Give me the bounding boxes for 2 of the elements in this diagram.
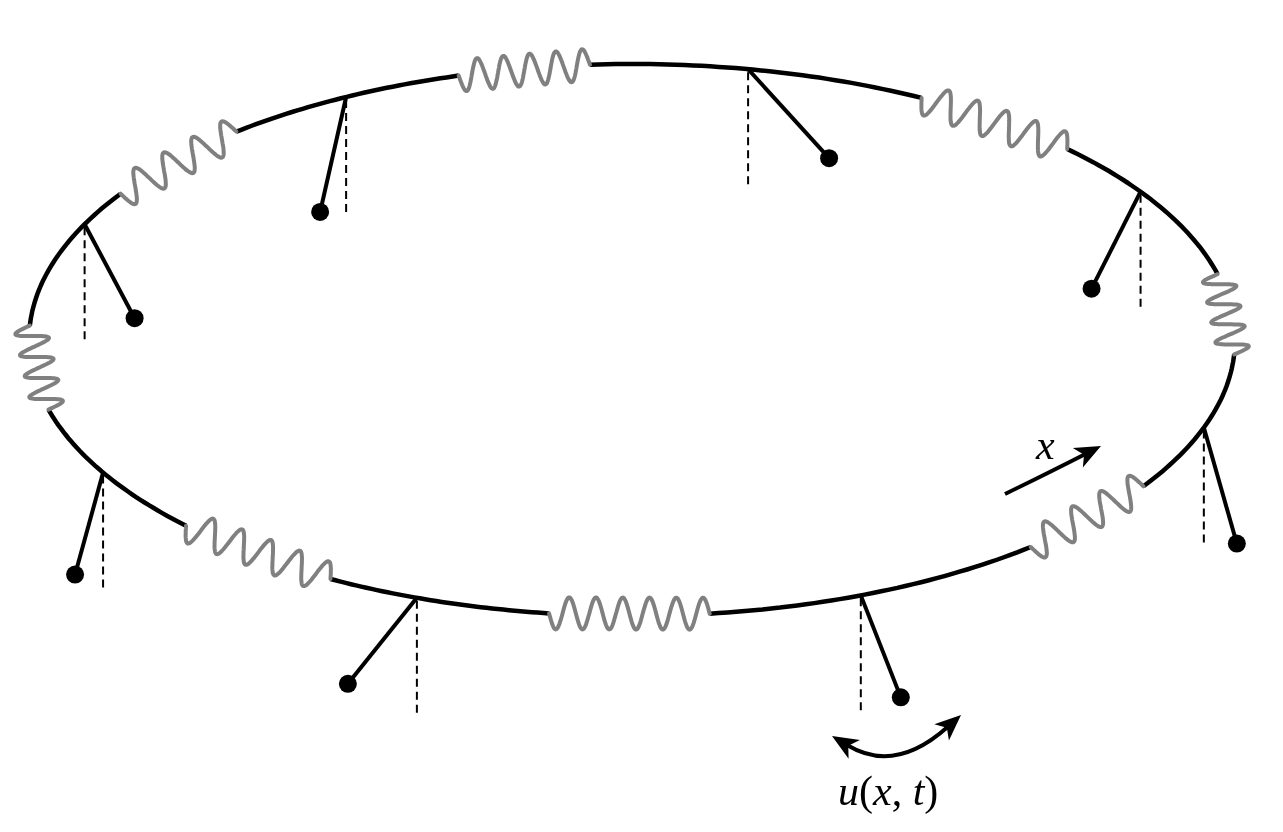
variable-label: x [1036,424,1055,466]
displacement-label: u(x, t) [838,770,939,812]
